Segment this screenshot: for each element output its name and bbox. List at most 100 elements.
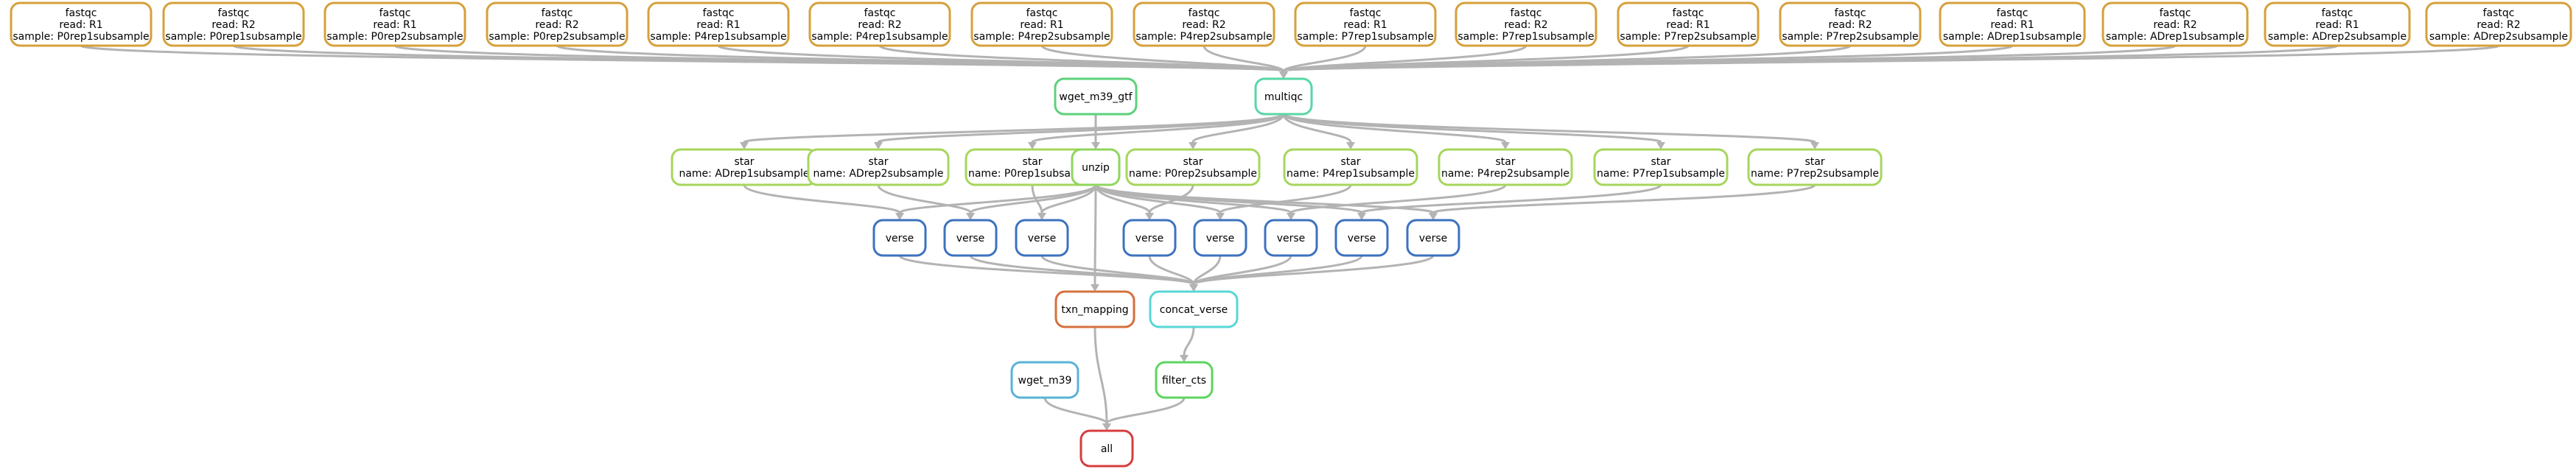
node-box xyxy=(2425,1,2572,47)
node-label-line: read: R1 xyxy=(2315,19,2359,31)
node-label-line: star xyxy=(1495,156,1515,168)
node-label-line: fastqc xyxy=(2160,7,2191,19)
node-v3[interactable]: verse xyxy=(1015,219,1069,257)
node-v1[interactable]: verse xyxy=(872,219,927,257)
node-box xyxy=(1334,219,1389,257)
arrowhead-multiqc-to-star6 xyxy=(1501,142,1510,149)
node-label-line: read: R2 xyxy=(1504,19,1547,31)
node-label-line: verse xyxy=(1277,233,1306,244)
node-box xyxy=(1438,148,1573,186)
node-label-line: sample: P0rep2subsample xyxy=(489,31,625,43)
node-v2[interactable]: verse xyxy=(943,219,998,257)
node-label-line: read: R1 xyxy=(1666,19,1709,31)
arrowhead-unzip-to-v8 xyxy=(1429,213,1438,220)
node-box xyxy=(1133,1,1275,47)
node-label-line: read: R1 xyxy=(1343,19,1387,31)
edge-star6-to-v6 xyxy=(1289,184,1507,214)
edge-v3-to-concat xyxy=(1040,255,1195,286)
edge-multiqc-to-star4 xyxy=(1191,113,1285,144)
node-label-line: verse xyxy=(956,233,985,244)
node-multiqc[interactable]: multiqc xyxy=(1254,77,1313,116)
node-v7[interactable]: verse xyxy=(1334,219,1389,257)
edges-layer xyxy=(80,44,2500,431)
edge-fq16-to-multiqc xyxy=(1282,44,2500,73)
node-concat[interactable]: concat_verse xyxy=(1149,290,1239,328)
edge-unzip-to-v2 xyxy=(969,184,1097,214)
node-v8[interactable]: verse xyxy=(1406,219,1460,257)
node-v4[interactable]: verse xyxy=(1122,219,1177,257)
node-label-line: star xyxy=(734,156,754,168)
edge-filter-to-all xyxy=(1105,397,1186,425)
arrowhead-multiqc-to-star3 xyxy=(1028,142,1037,149)
edge-multiqc-to-star6 xyxy=(1282,113,1507,144)
node-box xyxy=(1939,1,2086,47)
edge-v8-to-concat xyxy=(1192,254,1435,286)
node-label-line: read: R2 xyxy=(858,19,901,31)
node-box xyxy=(1015,219,1069,257)
node-box xyxy=(323,1,466,47)
arrowhead-unzip-to-v7 xyxy=(1357,213,1366,220)
node-box xyxy=(1079,429,1134,468)
node-label-line: unzip xyxy=(1082,162,1110,174)
node-box xyxy=(1054,77,1138,116)
edge-star8-to-v8 xyxy=(1432,183,1816,214)
node-box xyxy=(1010,361,1079,399)
arrowhead-fq16-to-multiqc xyxy=(1279,71,1288,79)
arrowhead-concat-to-filter xyxy=(1180,355,1189,362)
node-wget_m39[interactable]: wget_m39 xyxy=(1010,361,1079,399)
node-label-line: sample: P7rep1subsample xyxy=(1297,31,1433,43)
node-label-line: sample: P0rep1subsample xyxy=(13,31,149,43)
node-box xyxy=(1455,1,1597,47)
node-label-line: read: R2 xyxy=(535,19,578,31)
node-txn[interactable]: txn_mapping xyxy=(1054,290,1135,328)
node-box xyxy=(1125,148,1261,186)
edge-star1-to-v1 xyxy=(743,184,901,214)
node-box xyxy=(1406,219,1460,257)
node-label-line: read: R2 xyxy=(2477,19,2520,31)
edge-multiqc-to-star5 xyxy=(1282,113,1352,143)
arrowhead-multiqc-to-star5 xyxy=(1346,142,1355,149)
node-label-line: wget_m39_gtf xyxy=(1059,91,1133,103)
edge-star2-to-v2 xyxy=(877,184,972,214)
node-wget_gtf[interactable]: wget_m39_gtf xyxy=(1054,77,1138,116)
node-box xyxy=(943,219,998,257)
arrowhead-multiqc-to-star7 xyxy=(1656,142,1665,149)
node-v5[interactable]: verse xyxy=(1193,219,1247,257)
arrowhead-unzip-to-v2 xyxy=(966,213,975,220)
node-label-line: fastqc xyxy=(1350,7,1382,19)
node-label-line: name: P7rep1subsample xyxy=(1597,168,1725,180)
node-v6[interactable]: verse xyxy=(1264,219,1318,257)
node-unzip[interactable]: unzip xyxy=(1071,148,1121,186)
node-label-line: name: P0rep1subsample xyxy=(968,168,1096,180)
node-filter[interactable]: filter_cts xyxy=(1155,361,1214,399)
node-box xyxy=(486,1,629,47)
arrowhead-wget_gtf-to-unzip xyxy=(1091,142,1100,149)
node-all[interactable]: all xyxy=(1079,429,1134,468)
node-label-line: sample: P7rep2subsample xyxy=(1782,31,1918,43)
